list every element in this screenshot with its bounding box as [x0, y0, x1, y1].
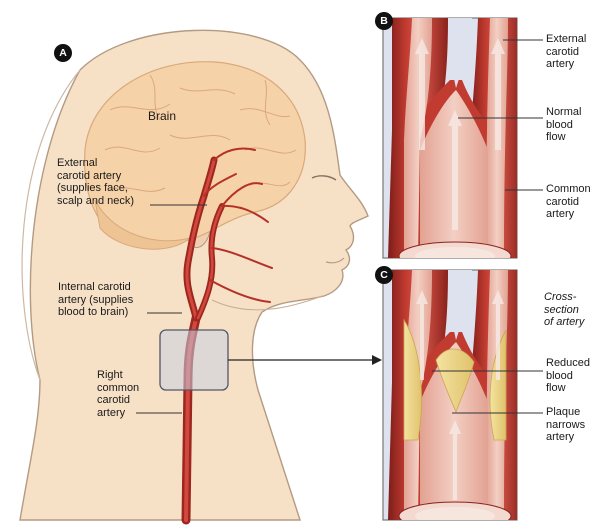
- zoom-connector-arrowhead: [372, 355, 382, 365]
- zoom-box: [160, 330, 228, 390]
- label-b-normal-flow: Normal blood flow: [546, 106, 581, 144]
- marker-b: B: [375, 12, 393, 30]
- label-right-common-carotid: Right common carotid artery: [97, 369, 139, 419]
- head-figure: [20, 30, 368, 520]
- label-b-external-carotid: External carotid artery: [546, 33, 586, 71]
- panel-b: [383, 18, 543, 270]
- label-b-common-carotid: Common carotid artery: [546, 183, 591, 221]
- marker-c: C: [375, 266, 393, 284]
- label-c-cross-section: Cross- section of artery: [544, 291, 584, 329]
- label-internal-carotid: Internal carotid artery (supplies blood …: [58, 281, 133, 319]
- panel-c: [383, 270, 543, 528]
- label-c-reduced-flow: Reduced blood flow: [546, 357, 590, 395]
- label-c-plaque: Plaque narrows artery: [546, 406, 585, 444]
- label-external-carotid-head: External carotid artery (supplies face, …: [57, 157, 134, 207]
- marker-a: A: [54, 44, 72, 62]
- label-brain: Brain: [148, 110, 176, 123]
